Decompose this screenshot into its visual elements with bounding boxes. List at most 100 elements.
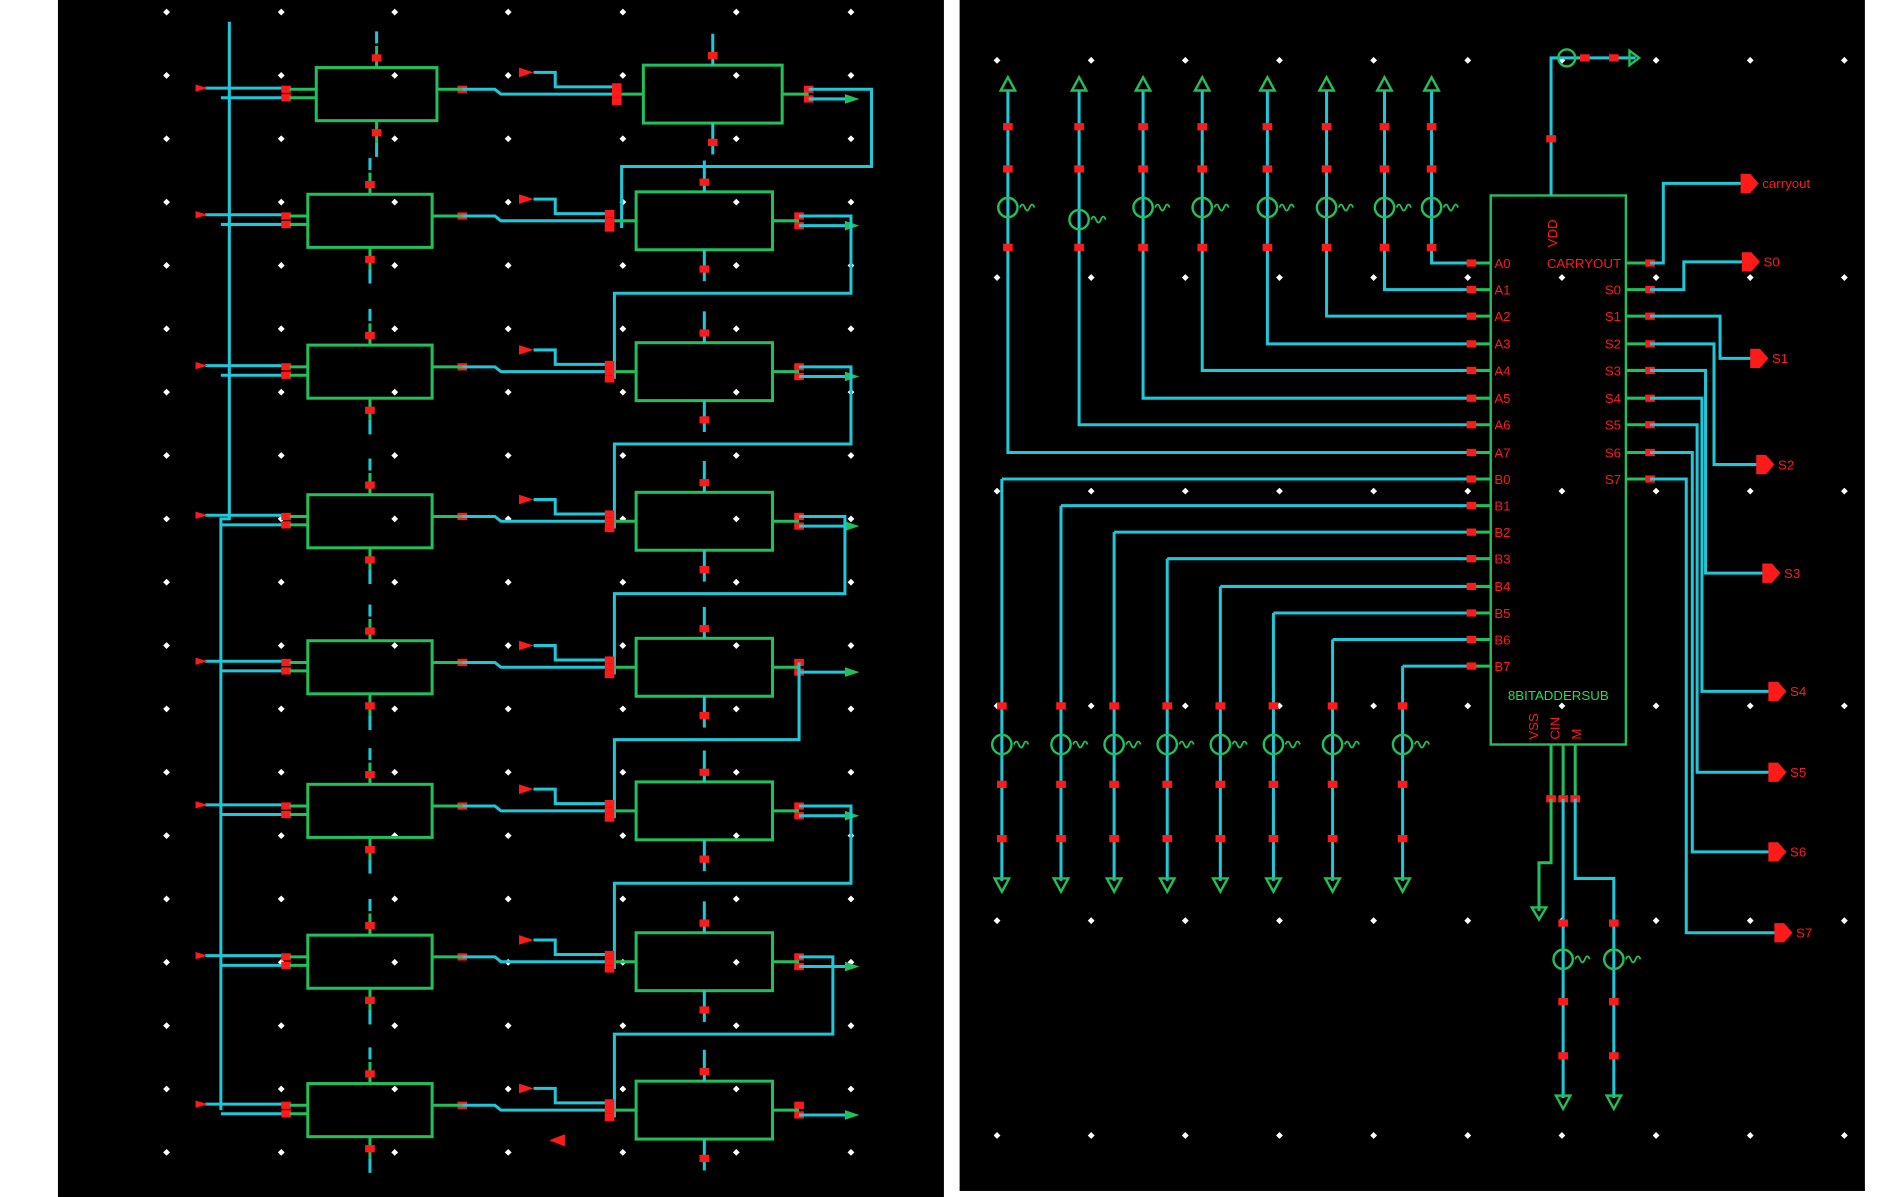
pin-marker [699,416,710,424]
pin-marker [365,702,375,710]
grid-dot [1840,1132,1848,1139]
input-wire [533,938,606,956]
grid-dot [391,135,399,143]
output-label-S6: S6 [1790,845,1806,860]
source-label-squiggle [1019,203,1036,212]
input-port-icon [195,511,208,519]
pin-marker [365,556,375,564]
carry-wire [612,214,853,379]
grid-dot [1276,56,1283,64]
grid-dot [1276,1132,1283,1139]
pin-marker [699,1006,710,1014]
pin-marker [1262,123,1273,131]
pin-marker [1215,780,1226,788]
vdd-source-icon [1557,48,1577,68]
pin-label-B7: B7 [1494,659,1510,674]
pin-marker [1056,780,1066,788]
pin-marker [1056,702,1066,710]
pin-marker [604,517,615,525]
input-wire [533,348,606,366]
pin-marker [281,212,291,220]
output-wire [1650,450,1775,854]
sum-wire [462,365,606,374]
grid-dot [1181,917,1189,925]
pin-marker [1466,475,1477,483]
pin-label-B3: B3 [1494,552,1510,567]
input-port-icon [549,1134,565,1147]
grid-dot [504,198,512,206]
pin-marker [997,780,1007,788]
pin-marker [1268,702,1279,710]
output-label-S2: S2 [1778,457,1794,472]
output-label-S0: S0 [1764,255,1780,270]
source-label-squiggle [1625,955,1642,964]
pin-label-S4: S4 [1605,391,1621,406]
input-port-icon [519,194,534,204]
pin-marker [604,800,615,808]
pin-marker [699,178,710,186]
grid-dot [732,578,740,586]
output-pin-icon [1768,681,1787,702]
grid-dot [163,705,170,713]
output-pin-icon [1750,348,1769,369]
input-port-icon [519,784,534,794]
grid-dot [277,388,285,396]
pin-marker [1466,340,1477,348]
pin-marker [1109,835,1119,843]
pin-marker [699,768,710,776]
pin-marker [281,1101,291,1109]
pin-marker [1327,835,1338,843]
source-label-squiggle [1013,740,1030,749]
pin-marker [604,656,615,664]
pin-marker [604,510,615,518]
pin-marker [1074,123,1084,131]
pin-label-A7: A7 [1494,445,1510,460]
pin-label-B6: B6 [1494,632,1510,647]
voltage-source-icon [1420,196,1443,219]
pin-marker [1397,835,1408,843]
grid-dot [1087,917,1095,925]
sum-wire [462,804,606,813]
pin-label-B0: B0 [1494,472,1510,487]
grid-dot [504,135,512,143]
pin-marker [1426,243,1437,251]
grid-dot [732,1022,740,1030]
pin-marker [1162,702,1173,710]
output-label-S1: S1 [1772,351,1788,366]
pin-marker [1466,366,1477,375]
grid-dot [1746,1132,1754,1139]
grid-dot [1840,702,1848,710]
grid-dot [277,325,285,333]
pin-marker [365,255,375,264]
output-wire [1650,477,1781,935]
pin-marker [1546,135,1556,143]
grid-dot [277,198,285,206]
grid-dot [391,642,399,649]
input-port-icon [195,211,208,219]
grid-dot [391,1022,399,1030]
carry-wire [612,365,853,529]
pin-marker [365,771,375,779]
pin-marker [281,512,291,521]
pin-marker [281,658,291,667]
pin-marker [1426,165,1437,173]
pin-marker [1074,165,1084,173]
pin-marker [1215,702,1226,710]
pin-label-B1: B1 [1494,498,1510,513]
vdd-arrow-icon [1069,74,1089,92]
pin-label-S6: S6 [1605,445,1621,460]
grid-dot [391,705,399,713]
pin-marker [281,94,291,102]
mode-wire [1573,798,1616,1099]
pin-marker [1608,919,1619,927]
source-label-squiggle [1337,203,1354,212]
grid-dot [619,705,627,713]
carry-wire [612,514,847,675]
pin-marker [1268,835,1279,843]
pin-marker [604,217,615,225]
ground-arrow-icon [992,877,1012,895]
pin-marker [604,360,615,369]
input-port-icon [195,84,208,92]
grid-dot [391,198,399,206]
vdd-arrow-icon [1258,74,1277,92]
